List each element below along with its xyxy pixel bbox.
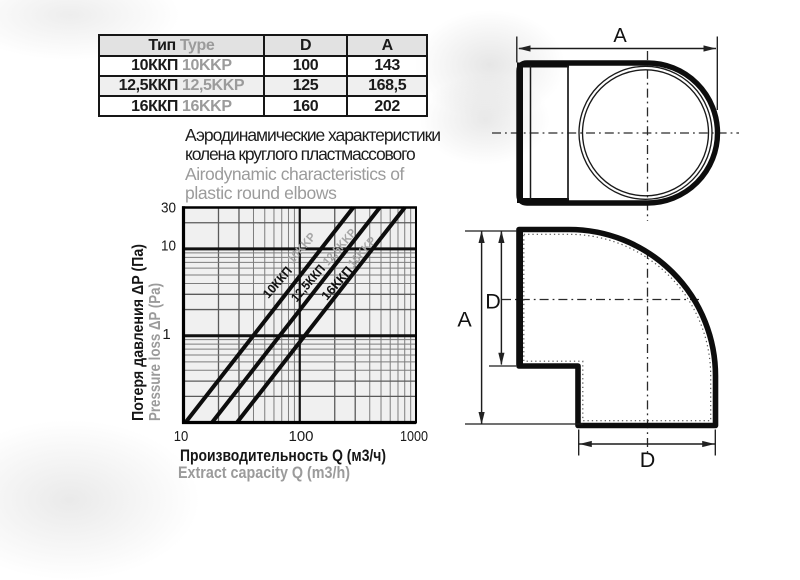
- svg-text:10: 10: [161, 238, 176, 255]
- svg-text:Потеря давления ΔP (Па): Потеря давления ΔP (Па): [130, 244, 147, 421]
- svg-text:1000: 1000: [400, 428, 428, 445]
- svg-text:Pressure loss ΔP (Pa): Pressure loss ΔP (Pa): [147, 283, 164, 421]
- svg-text:D: D: [640, 448, 656, 472]
- svg-text:10: 10: [174, 428, 189, 445]
- svg-text:A: A: [613, 25, 627, 47]
- svg-text:100: 100: [289, 428, 314, 445]
- svg-text:1: 1: [162, 326, 170, 343]
- svg-text:D: D: [485, 290, 501, 314]
- svg-text:A: A: [457, 308, 472, 332]
- svg-text:30: 30: [161, 200, 176, 217]
- svg-text:Extract capacity Q (m3/h): Extract capacity Q (m3/h): [178, 464, 350, 482]
- svg-text:Производительность Q (м3/ч): Производительность Q (м3/ч): [180, 447, 386, 465]
